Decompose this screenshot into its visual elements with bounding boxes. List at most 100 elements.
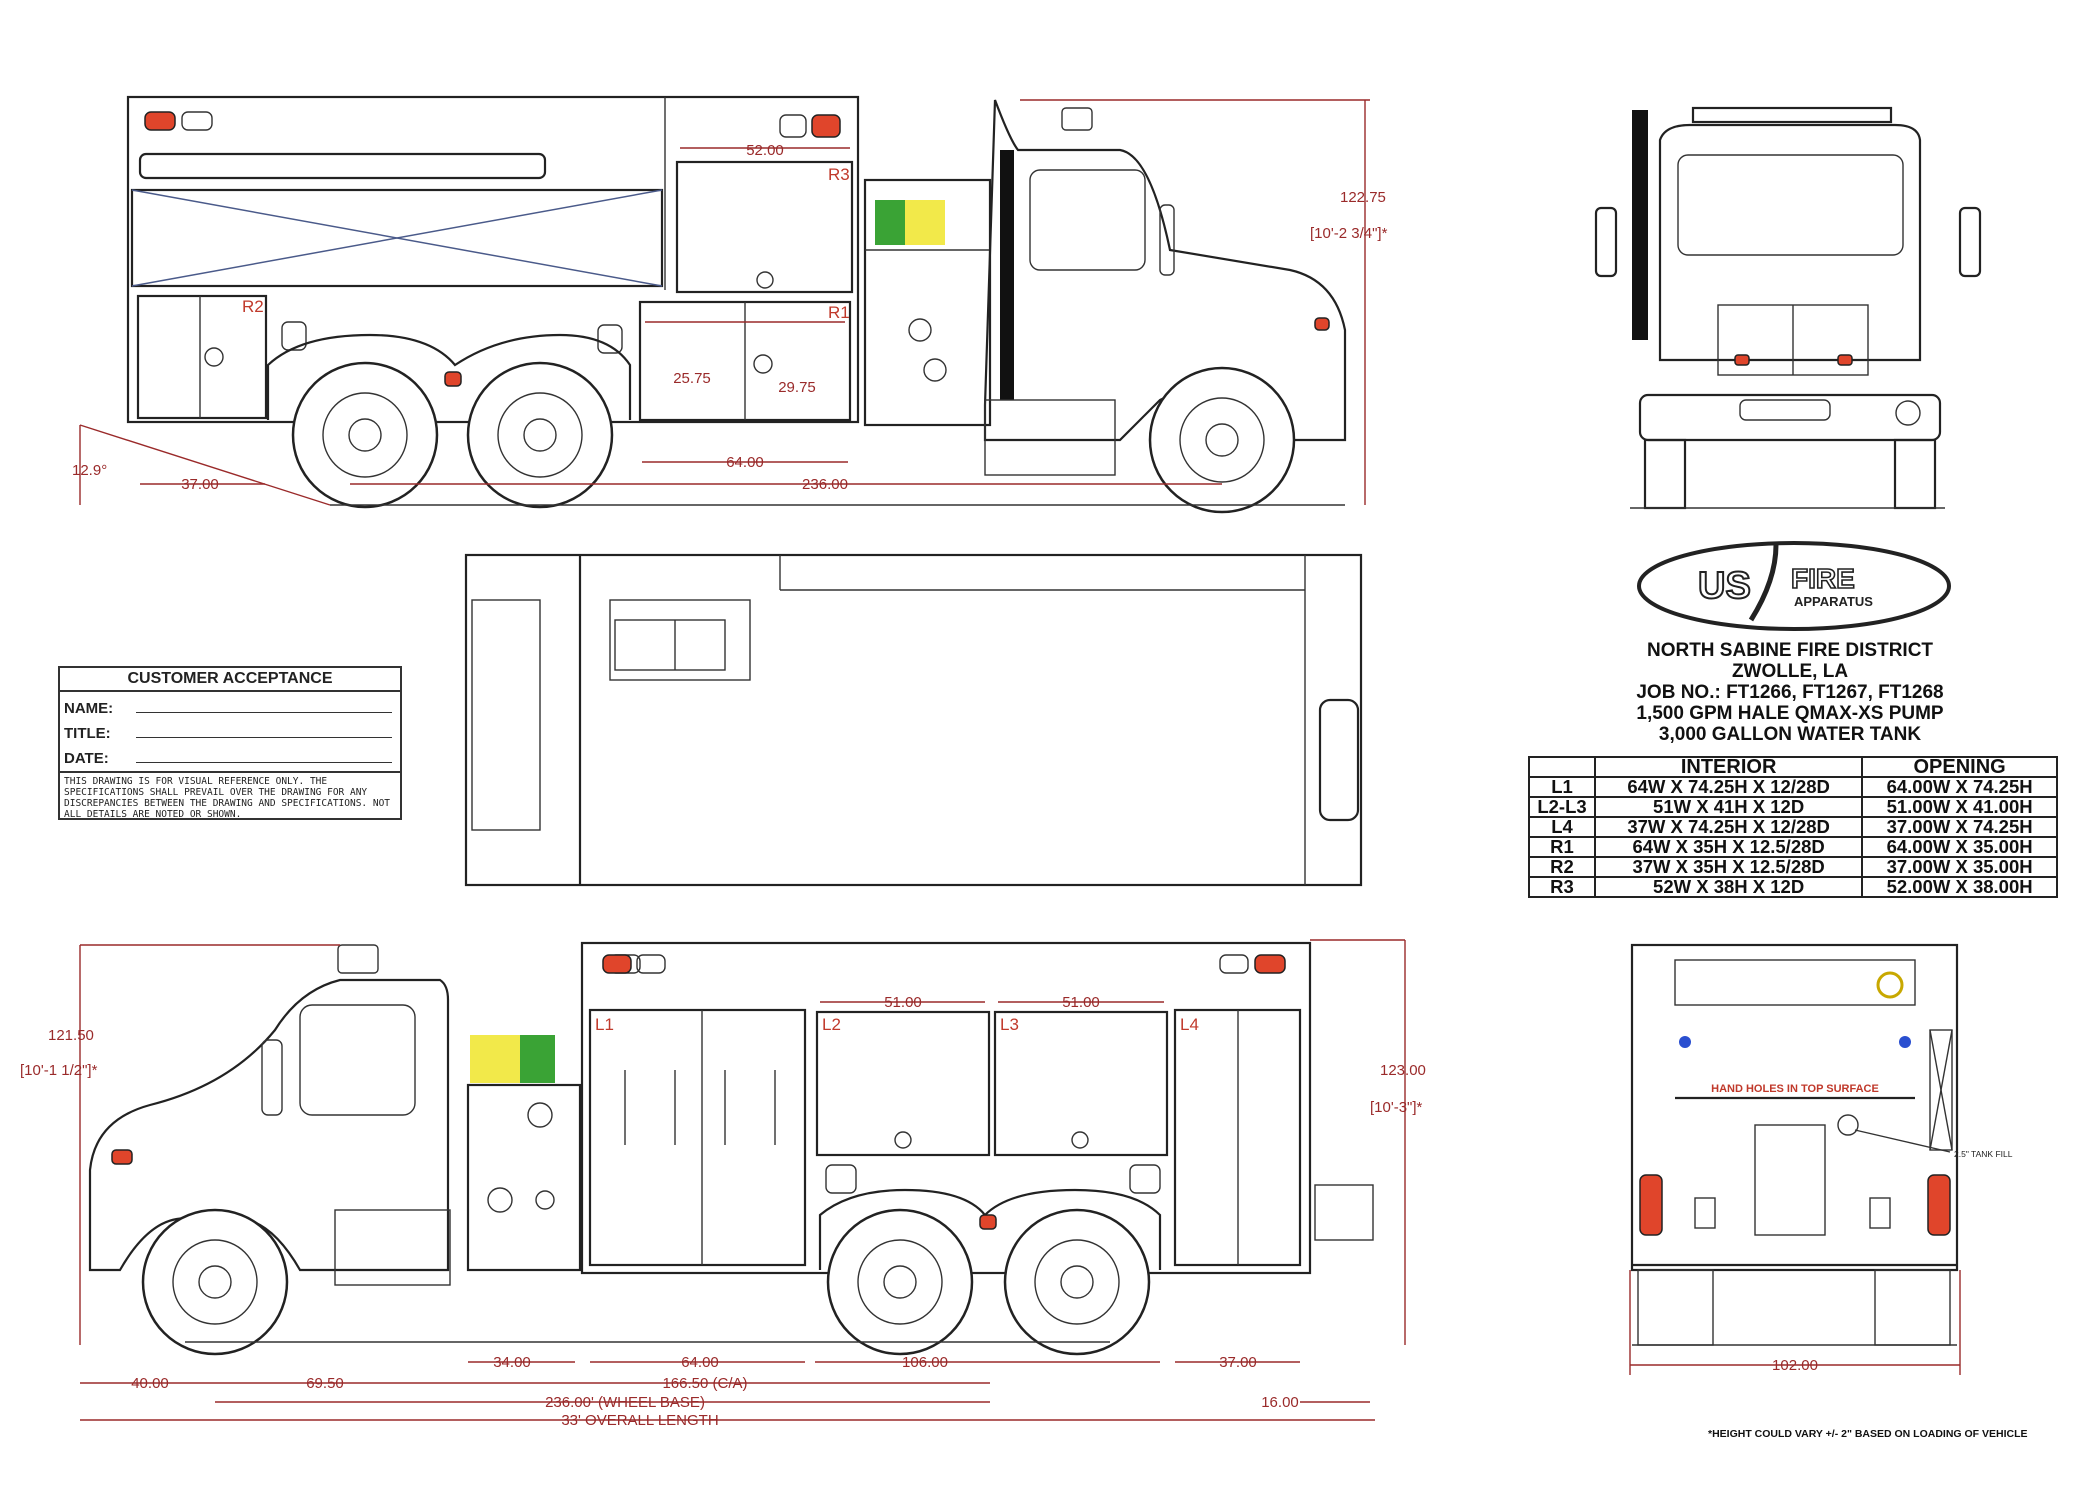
cell-id: L4 xyxy=(1528,816,1596,838)
rear-view: HAND HOLES IN TOP SURFACE 2.5" TANK FILL… xyxy=(1629,943,2013,1375)
dim-64: 64.00 xyxy=(681,1354,719,1371)
hand-holes-note: HAND HOLES IN TOP SURFACE xyxy=(1711,1083,1879,1095)
cell-interior: 37W X 35H X 12.5/28D xyxy=(1593,856,1864,878)
customer-location: ZWOLLE, LA xyxy=(1731,661,1849,682)
dim-height: 122.75 xyxy=(1340,189,1386,206)
dim-r1-right: 29.75 xyxy=(778,379,816,396)
dim-wheelbase: 236.00 xyxy=(802,476,848,493)
label-l1: L1 xyxy=(595,1015,614,1034)
dim-height-cab-ft: [10'-1 1/2"]* xyxy=(20,1062,98,1079)
rear-wheel xyxy=(291,361,439,509)
date-field[interactable]: DATE: xyxy=(60,742,400,767)
name-label: NAME: xyxy=(64,700,114,717)
pump-panel xyxy=(863,178,992,427)
dim-37: 37.00 xyxy=(1219,1354,1257,1371)
job-number: JOB NO.: FT1266, FT1267, FT1268 xyxy=(1636,682,1944,703)
dim-106: 106.00 xyxy=(902,1354,948,1371)
customer-name: NORTH SABINE FIRE DISTRICT xyxy=(1646,640,1934,661)
compartment-r3 xyxy=(675,160,854,294)
front-wheel xyxy=(1148,366,1296,514)
dim-r3-width: 52.00 xyxy=(746,142,784,159)
front-view xyxy=(1594,106,1982,510)
windshield xyxy=(1677,154,1904,256)
cell-interior: 37W X 74.25H X 12/28D xyxy=(1593,816,1864,838)
tank-fill-note: 2.5" TANK FILL xyxy=(1954,1149,2013,1159)
cell-opening: 64.00W X 35.00H xyxy=(1861,836,2058,858)
us-fire-apparatus-logo: US FIRE APPARATUS xyxy=(1637,541,1951,631)
label-l4: L4 xyxy=(1180,1015,1199,1034)
cell-id: L2-L3 xyxy=(1528,796,1596,818)
title-label: TITLE: xyxy=(64,725,111,742)
rear-wheel xyxy=(466,361,614,509)
tank-panel xyxy=(130,188,664,288)
dim-ca: 166.50 (C/A) xyxy=(662,1375,747,1392)
dim-height-ft: [10'-2 3/4"]* xyxy=(1310,225,1388,242)
logo-fire: FIRE xyxy=(1791,563,1855,594)
compartment-l3 xyxy=(993,1010,1169,1157)
dim-r1-width: 64.00 xyxy=(726,454,764,471)
dim-rear-bumper: 16.00 xyxy=(1261,1394,1299,1411)
cell-opening: 51.00W X 41.00H xyxy=(1861,796,2058,818)
cell-interior: 51W X 41H X 12D xyxy=(1593,796,1864,818)
dim-l3-width: 51.00 xyxy=(1062,994,1100,1011)
top-view xyxy=(464,553,1363,887)
cell-id: R1 xyxy=(1528,836,1596,858)
dim-r1-left: 25.75 xyxy=(673,370,711,387)
title-field[interactable]: TITLE: xyxy=(60,717,400,742)
dim-rear-width: 102.00 xyxy=(1772,1357,1818,1374)
pump-panel xyxy=(466,1083,582,1272)
name-line xyxy=(136,712,392,713)
light-bar xyxy=(1691,106,1893,124)
dim-34: 34.00 xyxy=(493,1354,531,1371)
logo-apparatus: APPARATUS xyxy=(1794,594,1873,609)
marker-light xyxy=(144,111,176,131)
cell-interior: 64W X 35H X 12.5/28D xyxy=(1593,836,1864,858)
dim-wheelbase: 236.00' (WHEEL BASE) xyxy=(545,1394,705,1411)
hard-suction-tube xyxy=(138,152,547,180)
title-line xyxy=(136,737,392,738)
dim-height-body-ft: [10'-3"]* xyxy=(1370,1099,1423,1116)
cell-interior: 64W X 74.25H X 12/28D xyxy=(1593,776,1864,798)
cell-opening: 37.00W X 35.00H xyxy=(1861,856,2058,878)
compartment-l2 xyxy=(815,1010,991,1157)
cab xyxy=(88,978,450,1272)
label-r3: R3 xyxy=(828,165,850,184)
header-interior: INTERIOR xyxy=(1593,756,1864,778)
dim-front-overhang: 40.00 xyxy=(131,1375,169,1392)
label-r1: R1 xyxy=(828,303,850,322)
cab-window xyxy=(1029,169,1146,271)
logo-us: US xyxy=(1698,565,1751,607)
rear-wheel xyxy=(1003,1208,1151,1356)
cell-interior: 52W X 38H X 12D xyxy=(1593,876,1864,898)
project-title-block: NORTH SABINE FIRE DISTRICT ZWOLLE, LA JO… xyxy=(1560,640,2020,745)
disclaimer: THIS DRAWING IS FOR VISUAL REFERENCE ONL… xyxy=(60,771,400,823)
cab-window xyxy=(299,1004,416,1116)
right-side-view: 52.00 R3 R2 R1 25.75 29.75 64.00 236.00 … xyxy=(72,95,1388,514)
cell-opening: 64.00W X 74.25H xyxy=(1861,776,2058,798)
height-footnote: *HEIGHT COULD VARY +/- 2" BASED ON LOADI… xyxy=(1708,1428,2028,1440)
table-header: INTERIOR OPENING xyxy=(1528,756,2058,778)
dim-bumper-to-cab: 69.50 xyxy=(306,1375,344,1392)
header-opening: OPENING xyxy=(1861,756,2058,778)
front-bumper xyxy=(1638,393,1942,442)
dim-departure-angle: 12.9° xyxy=(72,462,107,479)
dim-overall-length: 33' OVERALL LENGTH xyxy=(561,1412,718,1429)
body xyxy=(580,941,1312,1275)
tank-spec: 3,000 GALLON WATER TANK xyxy=(1658,724,1922,745)
header-id xyxy=(1528,756,1596,778)
cell-id: L1 xyxy=(1528,776,1596,798)
acceptance-title: CUSTOMER ACCEPTANCE xyxy=(60,668,400,692)
name-field[interactable]: NAME: xyxy=(60,692,400,717)
dim-height-cab: 121.50 xyxy=(48,1027,94,1044)
date-line xyxy=(136,762,392,763)
cell-id: R2 xyxy=(1528,856,1596,878)
dim-height-body: 123.00 xyxy=(1380,1062,1426,1079)
cell-opening: 52.00W X 38.00H xyxy=(1861,876,2058,898)
